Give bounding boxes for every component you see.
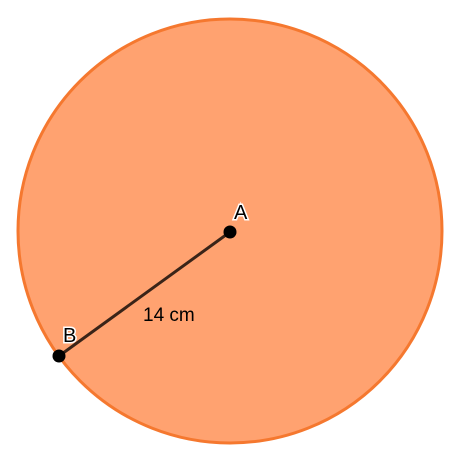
edge-label: B (63, 325, 76, 347)
radius-segment (57, 230, 232, 358)
center-label: A (234, 202, 248, 224)
radius-length-label: 14 cm (143, 305, 195, 326)
center-point-a (223, 225, 237, 239)
edge-point-b (52, 349, 66, 363)
